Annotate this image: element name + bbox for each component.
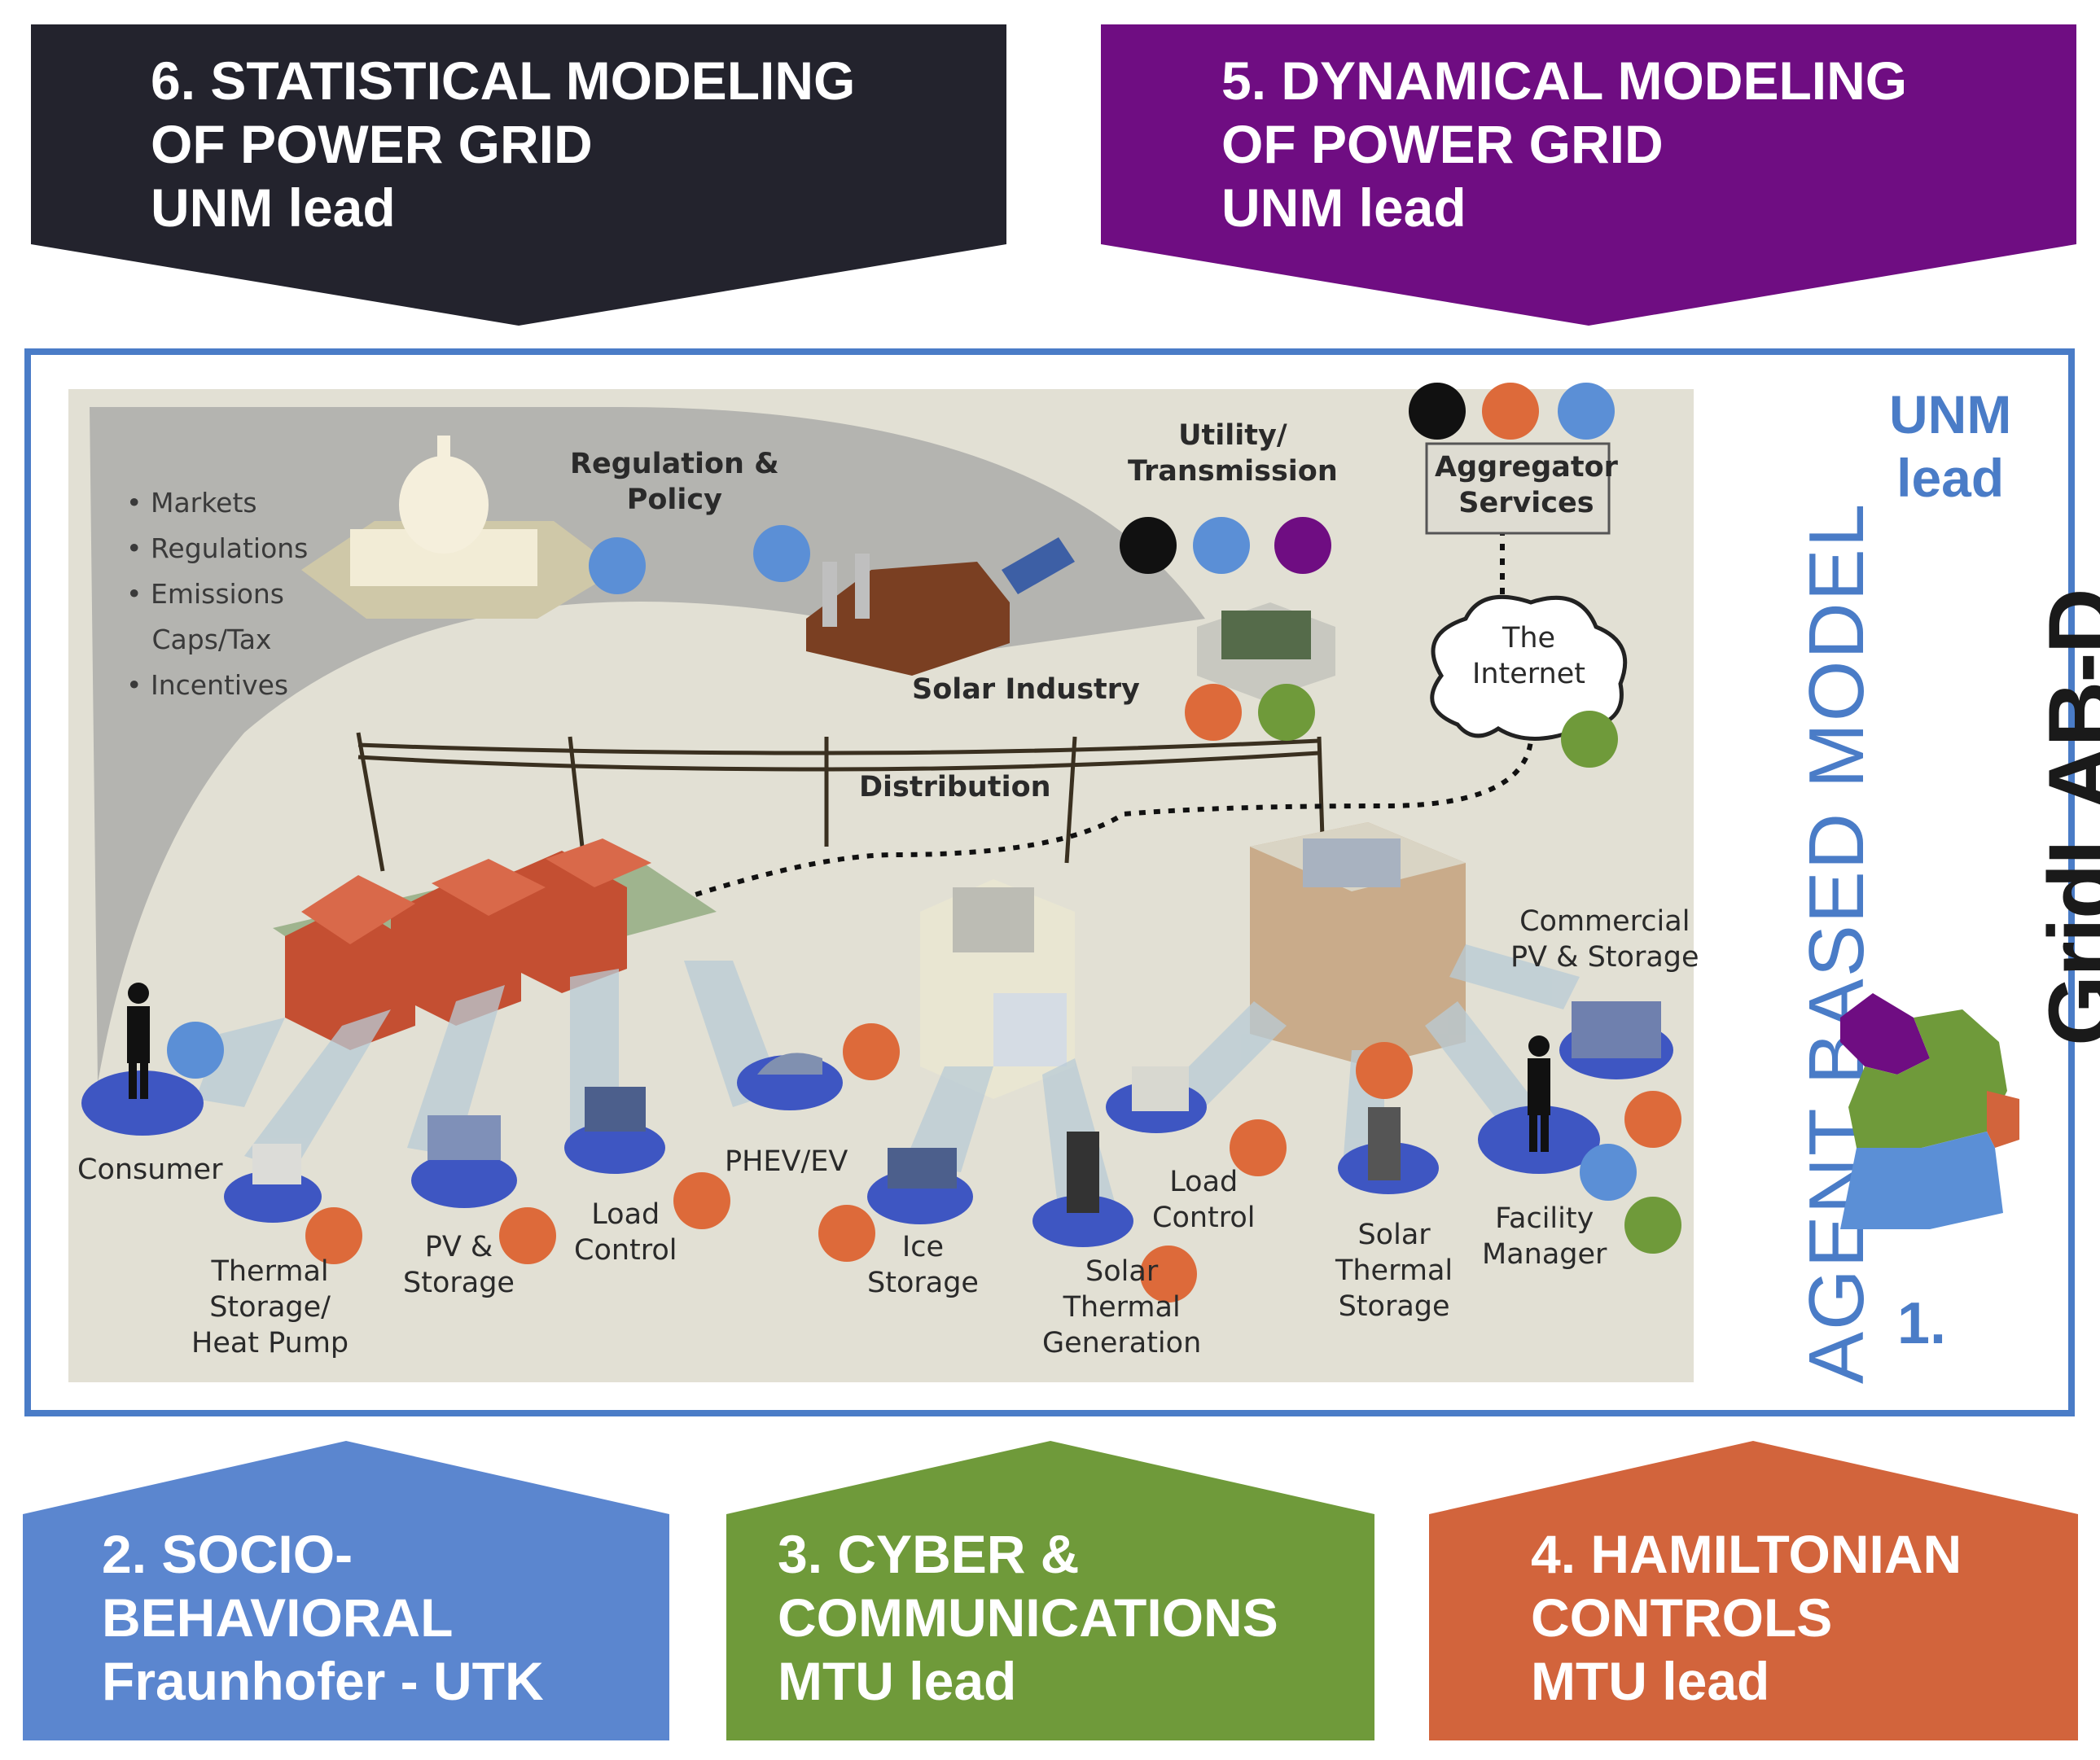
dot-orange-load-1: [673, 1172, 730, 1229]
transmission-station: [1197, 602, 1335, 700]
dynamical-modeling-banner: [1101, 24, 2076, 326]
socio-behavioral-text: 2. SOCIO- BEHAVIORAL Fraunhofer - UTK: [102, 1524, 544, 1711]
dot-orange-solar-storage: [1356, 1042, 1413, 1099]
dot-green-facility: [1624, 1197, 1681, 1254]
dot-orange-thermal: [305, 1207, 362, 1264]
dot-orange-ice: [818, 1205, 875, 1262]
gridlab-d-logo-text: GridLAB-D: [2030, 589, 2100, 1046]
dot-green-transmission: [1258, 684, 1315, 741]
dot-orange-solar-gen: [1140, 1246, 1197, 1302]
dot-black-utility: [1120, 517, 1177, 574]
dot-orange-aggregator: [1482, 383, 1539, 440]
aggregator-box: [1425, 442, 1611, 535]
solar-factory: [806, 537, 1075, 676]
dot-orange-load-2: [1230, 1119, 1287, 1176]
policy-bullets: • Markets • Regulations • Emissions Caps…: [126, 480, 308, 708]
dot-blue-utility: [1193, 517, 1250, 574]
regulation-policy-label: Regulation &Policy: [570, 448, 779, 516]
bullet-item: • Emissions: [126, 578, 284, 610]
people-figures: [127, 983, 1550, 1152]
dynamical-modeling-text: 5. DYNAMICAL MODELING OF POWER GRID UNM …: [1221, 50, 1908, 238]
agent-based-model-title: AGENT BASED MODEL: [1793, 501, 1880, 1384]
model-number: 1.: [1897, 1291, 1947, 1356]
cyber-communications-banner: [726, 1441, 1374, 1740]
dot-green-internet: [1561, 711, 1618, 768]
utility-transmission-label: Utility/Transmission: [1128, 419, 1338, 488]
office-building: [1250, 822, 1466, 1066]
pv-storage-label: PV &Storage: [403, 1231, 515, 1299]
bullet-item: • Regulations: [126, 532, 309, 564]
dot-blue-consumer: [167, 1022, 224, 1079]
statistical-modeling-text: 6. STATISTICAL MODELING OF POWER GRID UN…: [151, 50, 856, 238]
bullet-item: • Incentives: [126, 669, 289, 701]
dot-blue-regulation-2: [753, 525, 810, 582]
dot-blue-regulation-1: [589, 537, 646, 594]
device-units: [252, 1001, 1661, 1213]
phev-ev-label: PHEV/EV: [725, 1145, 848, 1178]
top-banners: [31, 24, 2076, 326]
dot-orange-phev: [843, 1023, 900, 1080]
dot-orange-transmission: [1185, 684, 1242, 741]
socio-behavioral-banner: [23, 1441, 669, 1740]
dot-blue-facility: [1580, 1144, 1637, 1201]
bullet-item: Caps/Tax: [151, 624, 272, 655]
statistical-modeling-banner: [31, 24, 1006, 326]
bottom-banners: [23, 1441, 2078, 1740]
hamiltonian-controls-text: 4. HAMILTONIAN CONTROLS MTU lead: [1531, 1524, 1962, 1711]
dot-orange-pv: [499, 1207, 556, 1264]
cyber-communications-text: 3. CYBER & COMMUNICATIONS MTU lead: [778, 1524, 1278, 1711]
distribution-label: Distribution: [859, 771, 1051, 803]
hamiltonian-controls-banner: [1429, 1441, 2078, 1740]
solar-industry-label: Solar Industry: [912, 673, 1140, 706]
data-center: [920, 879, 1075, 1099]
internet-cloud: [1430, 594, 1628, 741]
bullet-item: • Markets: [126, 487, 257, 519]
region-map-icon: [1840, 993, 2019, 1229]
dot-purple-utility: [1274, 517, 1331, 574]
dot-orange-commercial: [1624, 1091, 1681, 1148]
consumer-label: Consumer: [77, 1154, 223, 1186]
dot-blue-aggregator: [1558, 383, 1615, 440]
power-lines: [356, 732, 1326, 872]
role-dots: [167, 383, 1681, 1302]
dot-black-aggregator: [1409, 383, 1466, 440]
capitol-building: [301, 436, 619, 619]
